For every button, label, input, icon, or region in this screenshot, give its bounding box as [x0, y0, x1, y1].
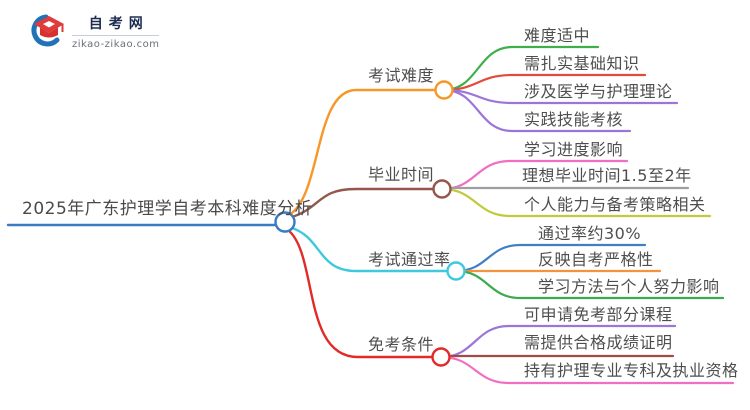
subtopic-label: 难度适中	[524, 26, 591, 45]
subtopic-line	[442, 45, 600, 92]
subtopic-label: 通过率约30%	[538, 224, 642, 243]
subtopic-label: 个人能力与备考策略相关	[524, 195, 706, 214]
subtopic-line	[454, 269, 725, 300]
branch-label-exemption: 免考条件	[368, 335, 435, 354]
branch-curve-pass-rate	[290, 226, 450, 273]
branch-label-pass-rate: 考试通过率	[368, 250, 451, 269]
branch-node-circle	[446, 261, 466, 281]
subtopic-line	[442, 88, 632, 133]
central-topic-label: 2025年广东护理学自考本科难度分析	[22, 199, 313, 219]
subtopic-line	[439, 355, 735, 385]
site-url: zikao-zikao.com	[72, 39, 160, 50]
subtopic-line	[440, 187, 712, 218]
subtopic-label: 涉及医学与护理理论	[524, 82, 673, 101]
subtopic-label: 学习进度影响	[524, 140, 624, 159]
branch-node-circle	[434, 80, 454, 100]
subtopic-label: 学习方法与个人努力影响	[538, 277, 720, 296]
branch-label-exam-difficulty: 考试难度	[368, 66, 435, 85]
site-name: 自考网	[72, 16, 160, 36]
graduation-cap-icon	[30, 12, 66, 50]
subtopic-label: 需扎实基础知识	[524, 54, 640, 73]
branch-curve-exemption	[286, 228, 435, 359]
branch-curve-exam-difficulty	[287, 88, 438, 217]
subtopic-label: 可申请免考部分课程	[524, 305, 673, 324]
subtopic-label: 理想毕业时间1.5至2年	[522, 166, 692, 185]
subtopic-label: 需提供合格成绩证明	[524, 333, 673, 352]
site-logo: 自考网 zikao-zikao.com	[30, 12, 160, 51]
central-node-circle	[274, 211, 296, 233]
subtopic-label: 实践技能考核	[524, 110, 624, 129]
branch-label-graduation-time: 毕业时间	[368, 165, 435, 184]
subtopic-label: 持有护理专业专科及执业资格	[524, 361, 739, 380]
subtopic-label: 反映自考严格性	[538, 250, 654, 269]
branch-node-circle	[432, 179, 452, 199]
branch-curve-graduation-time	[290, 187, 436, 219]
branch-node-circle	[431, 347, 451, 367]
